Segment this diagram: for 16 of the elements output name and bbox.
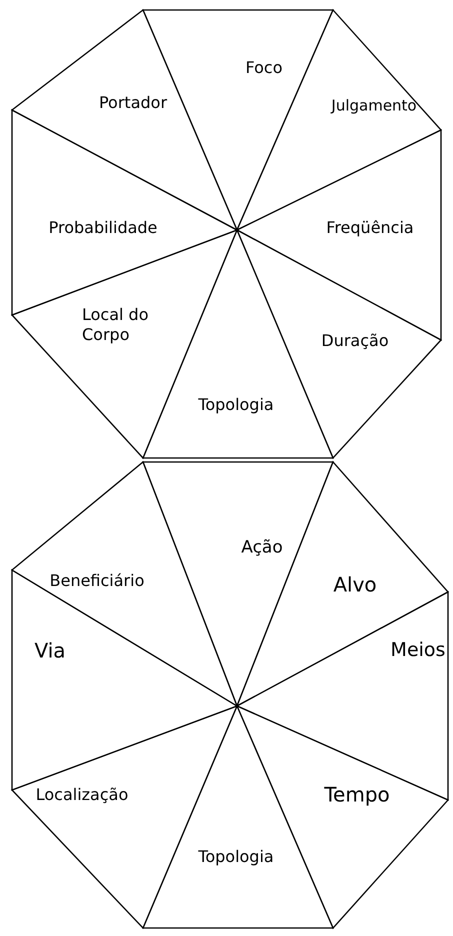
- segment-label: Julgamento: [331, 96, 417, 116]
- segment-label: Beneficiário: [50, 571, 144, 591]
- segment-label: Portador: [98, 93, 168, 113]
- segment-label: Topologia: [198, 395, 274, 415]
- segment-label: Local do Corpo: [82, 305, 150, 345]
- segment-label: Meios: [390, 639, 446, 663]
- segment-label: Ação: [241, 537, 283, 559]
- segment-label: Foco: [246, 58, 282, 78]
- segment-label: Duração: [321, 331, 389, 351]
- segment-label: Freqüência: [326, 218, 414, 238]
- segment-label: Probabilidade: [48, 218, 158, 238]
- segment-label: Topologia: [198, 847, 274, 867]
- segment-label: Localização: [36, 785, 128, 805]
- segment-label: Via: [34, 638, 66, 664]
- segment-label: Tempo: [324, 782, 390, 808]
- segment-label: Alvo: [333, 572, 377, 598]
